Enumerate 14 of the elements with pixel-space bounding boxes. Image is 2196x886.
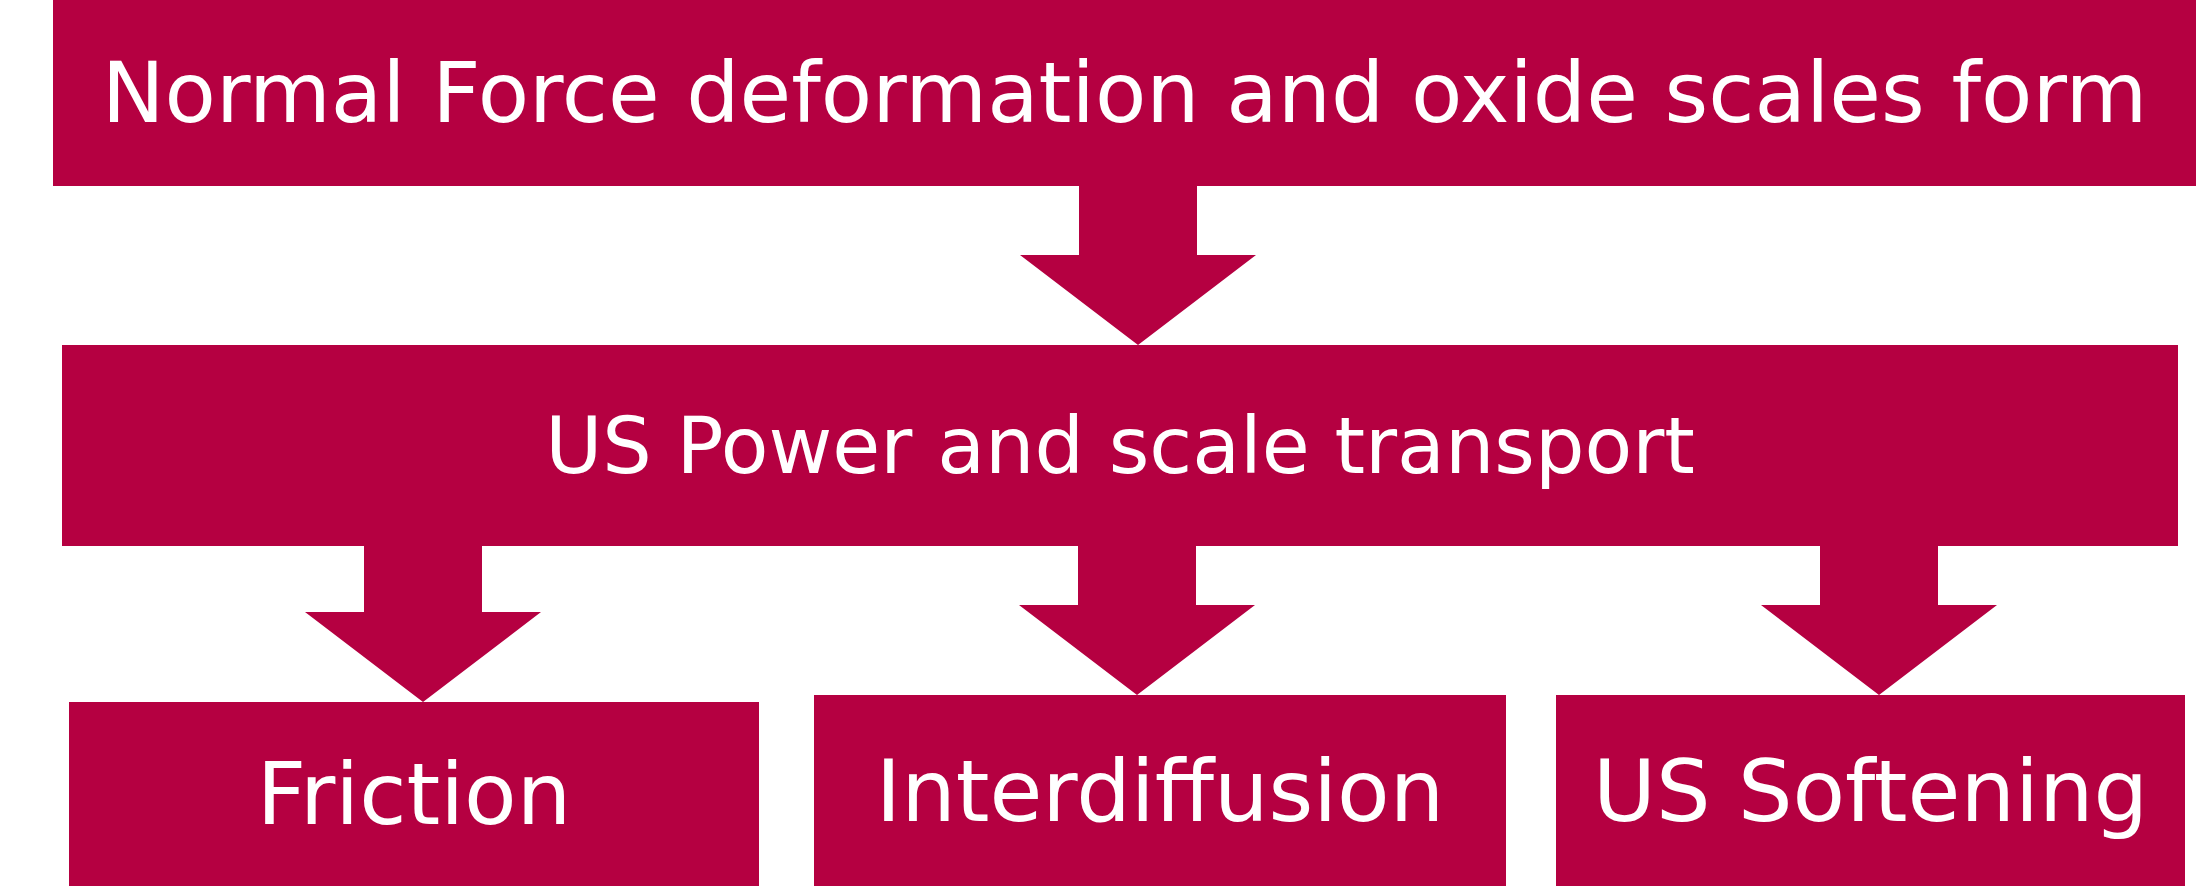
process-box: [62, 345, 2178, 546]
block-arrow: [1020, 186, 1256, 345]
box-label: Friction: [256, 744, 572, 844]
box-label: Normal Force deformation and oxide scales form: [101, 44, 2148, 142]
block-arrow: [305, 546, 541, 702]
process-box: [53, 0, 2196, 186]
process-box: [814, 695, 1506, 886]
block-arrow: [1019, 546, 1255, 695]
box-label: US Softening: [1593, 740, 2148, 841]
block-arrow: [1761, 546, 1997, 695]
process-box: [69, 702, 759, 886]
process-box: [1556, 695, 2185, 886]
box-label: US Power and scale transport: [545, 400, 1695, 491]
box-label: Interdiffusion: [875, 740, 1445, 841]
